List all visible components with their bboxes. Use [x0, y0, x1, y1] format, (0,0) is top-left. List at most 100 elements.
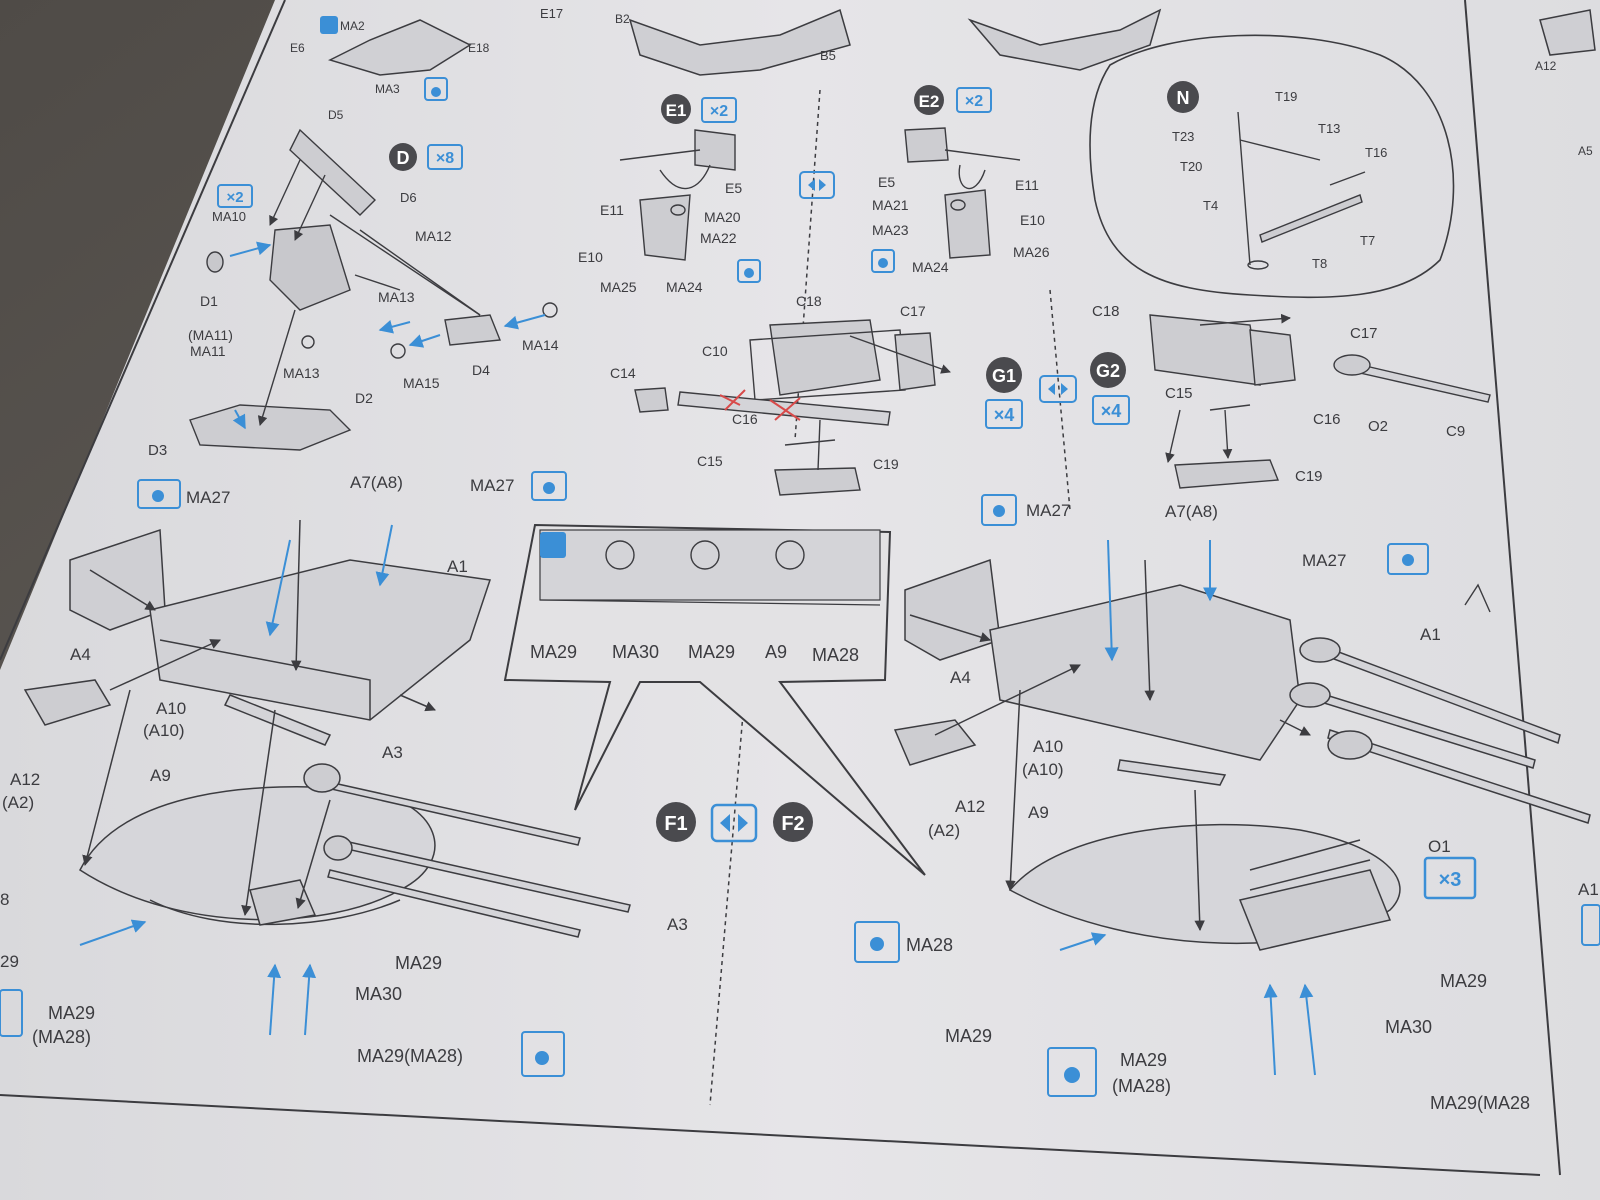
step-e2: E2 ×2 E5 E11 MA21 MA23 E10 MA24 MA26: [871, 85, 1050, 275]
label-ma20: MA20: [704, 209, 741, 225]
count-badge: [1092, 395, 1130, 425]
step-g1-g2: G1 ×4 G2 ×4: [985, 352, 1130, 429]
label-e11: E11: [1015, 177, 1039, 193]
inset-detail: MA29 MA30 MA29 A9 MA28: [503, 523, 926, 876]
label-ma29-c: MA29: [1120, 1050, 1167, 1070]
label-a3-right: A3: [667, 915, 688, 934]
divider-f: [709, 689, 746, 1106]
glue-icon: [737, 259, 761, 283]
step-f2-turret: ×3 MA27 A7(A8) MA27 A1 A4 A10 (A10) A12 …: [854, 494, 1600, 1113]
glue-drop-icon: [431, 87, 441, 97]
step-d: D ×8 ×2 D5 D6 MA10 MA12 D1: [148, 108, 559, 459]
step-f2-letter: F2: [781, 813, 804, 835]
step-g1-count: ×4: [994, 405, 1015, 425]
label-a10-paren: (A10): [143, 721, 185, 740]
label-ma11: MA11: [190, 343, 226, 359]
step-g-left: C18 C17 C10 C14 C16 C15 C19: [610, 293, 951, 496]
label-ma28-paren: (MA28): [32, 1027, 91, 1047]
step-e1: E1 ×2 E5 E11 MA20 MA22 E10 MA25 MA24: [578, 94, 761, 295]
label-c9: C9: [1446, 423, 1465, 440]
label-ma29-b: MA29: [48, 1003, 95, 1023]
label-ma10: MA10: [212, 209, 246, 224]
glue-drop-icon: [870, 937, 884, 951]
label-a5: A5: [1578, 144, 1593, 158]
label-o1: O1: [1428, 837, 1451, 856]
mirror-icon: [710, 803, 758, 843]
label-t19: T19: [1275, 89, 1297, 104]
glue-icon: [1047, 1047, 1097, 1097]
label-e10: E10: [1020, 212, 1045, 228]
step-e2-letter: E2: [919, 92, 940, 111]
step-badge: [1090, 352, 1126, 388]
label-e5: E5: [878, 174, 895, 190]
inset-label-ma28: MA28: [812, 645, 859, 665]
label-a2-paren: (A2): [928, 821, 960, 840]
step-e1-count: ×2: [710, 103, 728, 120]
glue-drop-icon: [535, 1051, 549, 1065]
label-ma27-a: MA27: [186, 488, 230, 507]
mirror-icon: [799, 171, 835, 199]
label-ma27-b: MA27: [1302, 551, 1346, 570]
label-ma29: MA29: [395, 953, 442, 973]
inset-label-a9: A9: [765, 642, 787, 662]
label-a3-top: A3: [382, 743, 403, 762]
label-ma2: MA2: [340, 19, 365, 33]
label-ma29-b: MA29: [1440, 971, 1487, 991]
count-badge-edge: [1581, 904, 1600, 946]
label-a2-paren: (A2): [2, 793, 34, 812]
label-ma25: MA25: [600, 279, 637, 295]
label-c19: C19: [873, 456, 899, 472]
glue-drop-icon: [1064, 1067, 1080, 1083]
count-badge: [701, 97, 737, 123]
label-t13: T13: [1318, 121, 1340, 136]
step-n: N T19 T23 T13 T20 T16 T4 T7 T8: [1089, 34, 1455, 299]
label-ma29-ma28: MA29(MA28: [1430, 1093, 1530, 1113]
label-e18: E18: [468, 41, 490, 55]
step-g2-count: ×4: [1101, 401, 1122, 421]
step-f2-x3: ×3: [1439, 869, 1462, 891]
label-ma27-a: MA27: [1026, 501, 1070, 520]
step-badge: [986, 357, 1022, 393]
sheet-border-left: [0, 0, 286, 661]
label-c16: C16: [1313, 411, 1341, 428]
label-ma30: MA30: [355, 984, 402, 1004]
label-29-edge: 29: [0, 952, 19, 971]
pen-mark: [719, 389, 746, 411]
label-t16: T16: [1365, 145, 1387, 160]
label-ma28-paren: (MA28): [1112, 1076, 1171, 1096]
label-d4: D4: [472, 362, 490, 378]
label-t8: T8: [1312, 256, 1327, 271]
label-c18: C18: [1092, 303, 1120, 320]
glue-icon: [540, 532, 566, 558]
step-e2-count: ×2: [965, 93, 983, 110]
step-badge: [389, 143, 417, 171]
glue-icon: [137, 479, 181, 509]
label-t4: T4: [1203, 198, 1218, 213]
count-badge: [985, 399, 1023, 429]
inset-label-ma30: MA30: [612, 642, 659, 662]
label-ma13-a: MA13: [378, 289, 415, 305]
sheet-border-bottom: [0, 1094, 1541, 1176]
label-ma26: MA26: [1013, 244, 1050, 260]
glue-icon: [871, 249, 895, 273]
label-ma30: MA30: [1385, 1017, 1432, 1037]
step-f1-turret: MA27 A7(A8) MA27 A1 A4 A10 (A10) A12 (A2…: [0, 471, 688, 1077]
label-a7: A7(A8): [350, 473, 403, 492]
label-ma24: MA24: [912, 259, 949, 275]
label-c16: C16: [732, 411, 758, 427]
glue-drop-icon: [878, 258, 888, 268]
label-a10-paren: (A10): [1022, 760, 1064, 779]
step-d-x2: ×2: [226, 189, 243, 206]
label-ma22: MA22: [700, 230, 737, 246]
step-f1-letter: F1: [664, 813, 687, 835]
label-o2: O2: [1368, 418, 1388, 435]
label-d5: D5: [328, 108, 344, 122]
step-g2-letter: G2: [1096, 361, 1120, 381]
count-badge: [217, 184, 253, 208]
label-d2: D2: [355, 390, 373, 406]
step-badge: [773, 802, 813, 842]
glue-drop-icon: [1402, 554, 1414, 566]
pen-tick-mark: [1464, 583, 1491, 613]
glue-icon: [531, 471, 567, 501]
